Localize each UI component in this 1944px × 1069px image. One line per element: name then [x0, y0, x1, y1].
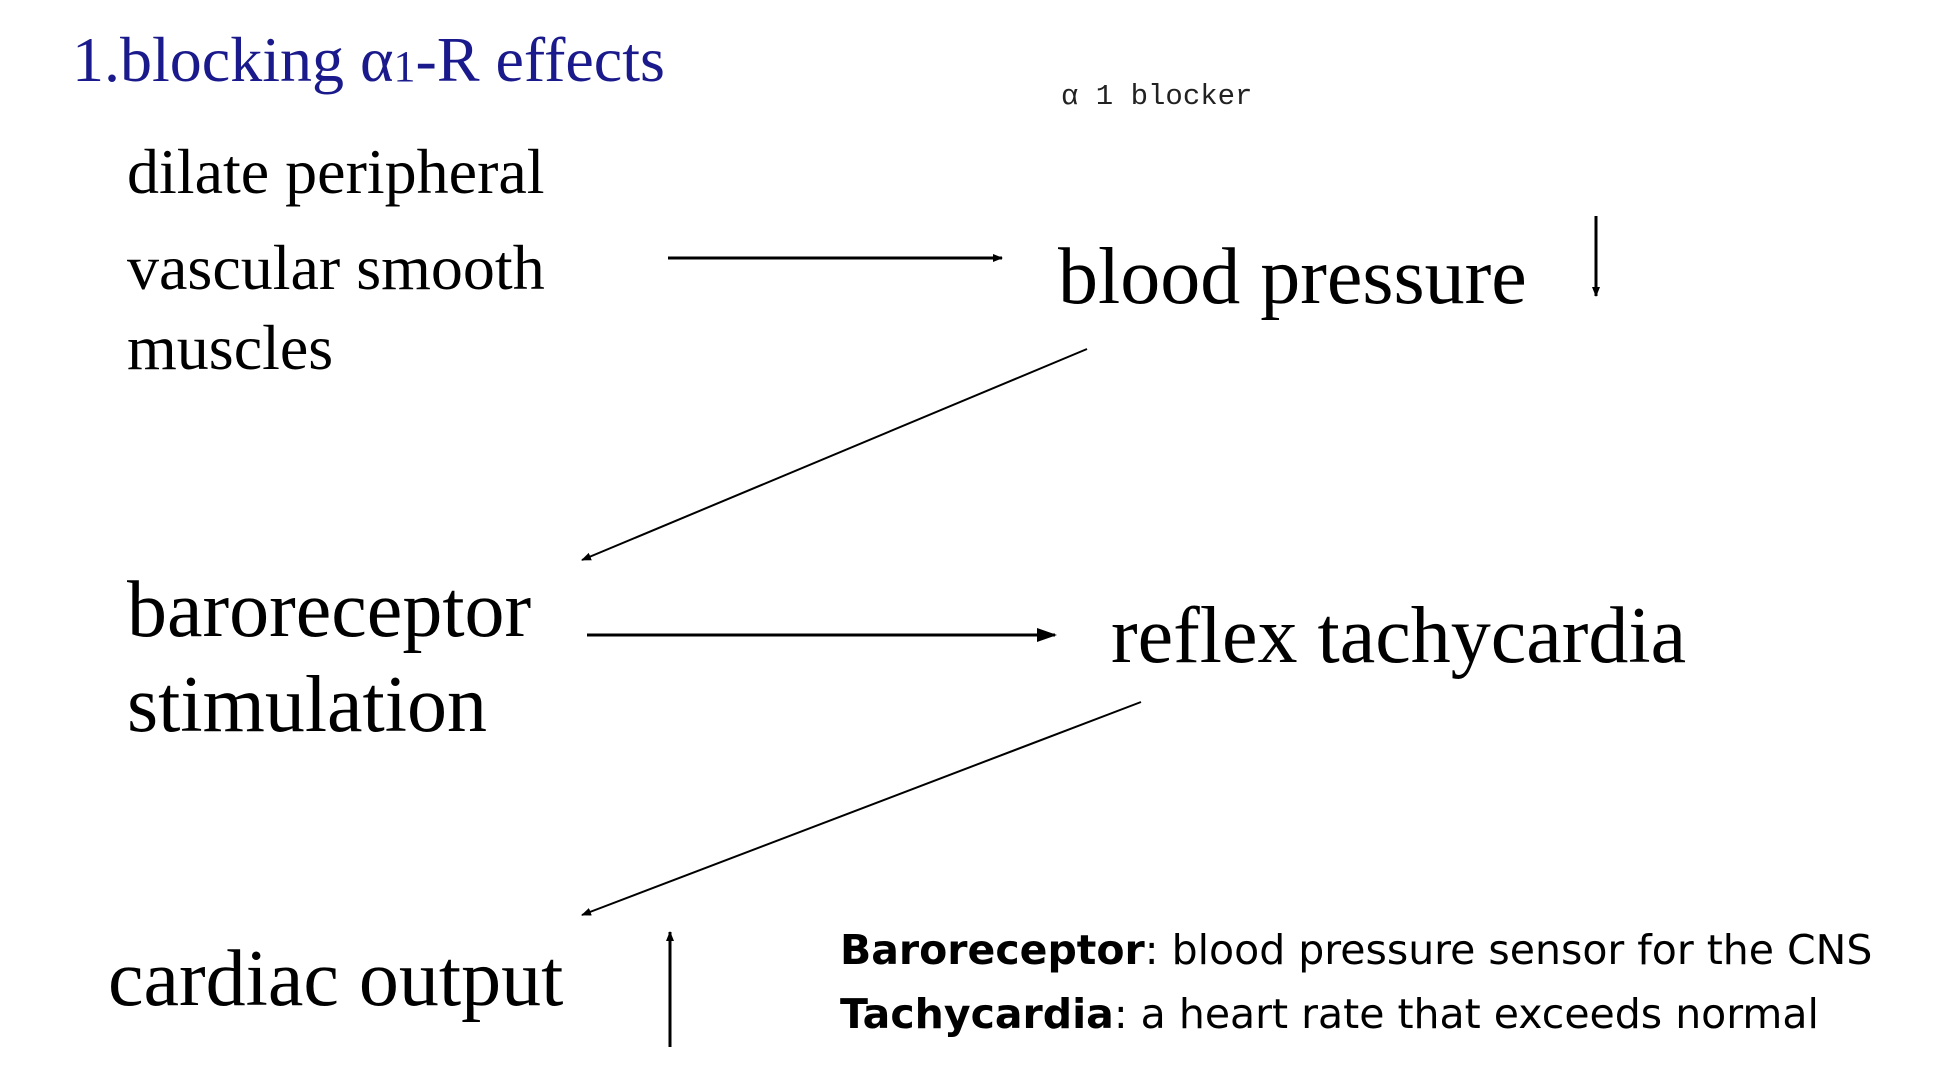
definition-tachycardia: Tachycardia: a heart rate that exceeds n… [840, 982, 1872, 1046]
definition-text: : blood pressure sensor for the CNS [1144, 926, 1873, 974]
drug-label: α 1 blocker [1061, 80, 1253, 113]
definition-term: Baroreceptor [840, 926, 1145, 974]
reflex-tachycardia-node: reflex tachycardia [1111, 592, 1687, 680]
blood-pressure-node: blood pressure [1058, 233, 1527, 321]
definition-text: : a heart rate that exceeds normal [1113, 990, 1819, 1038]
definitions-box: Baroreceptor: blood pressure sensor for … [840, 918, 1872, 1046]
cause-line-2: vascular smooth [127, 232, 545, 303]
definition-baroreceptor: Baroreceptor: blood pressure sensor for … [840, 918, 1872, 982]
baroreceptor-node-line-2: stimulation [127, 661, 487, 749]
definition-term: Tachycardia [840, 990, 1114, 1038]
cause-line-3: muscles [127, 312, 334, 383]
arrow-tachycardia-to-cardiac-output [581, 701, 1142, 916]
title-suffix: -R effects [415, 24, 665, 95]
slide-title: 1.blocking α1-R effects [72, 28, 665, 92]
title-subscript: 1 [393, 42, 416, 91]
cardiac-output-node: cardiac output [108, 935, 564, 1023]
arrow-bp-to-baroreceptor [581, 348, 1088, 561]
baroreceptor-node-line-1: baroreceptor [127, 566, 532, 654]
title-prefix: 1.blocking α [72, 24, 394, 95]
cause-line-1: dilate peripheral [127, 136, 545, 207]
